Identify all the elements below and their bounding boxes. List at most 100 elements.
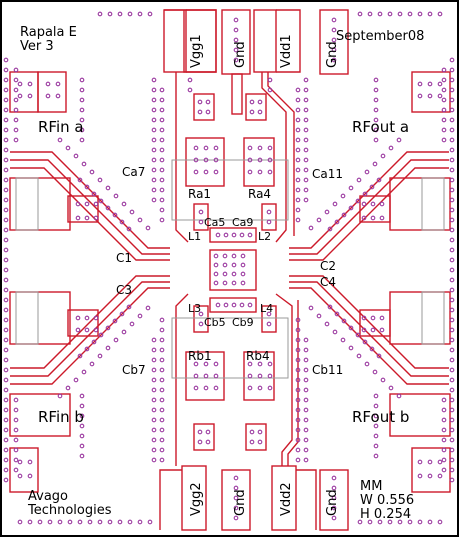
via-dot xyxy=(257,361,263,367)
via-dot xyxy=(449,327,455,333)
pad-label-vgg1: Vgg1 xyxy=(189,34,204,68)
via-dot xyxy=(240,262,246,268)
via-dot xyxy=(449,367,455,373)
via-dot xyxy=(362,339,368,345)
via-dot xyxy=(55,93,61,99)
via-dot xyxy=(3,277,9,283)
via-dot xyxy=(231,271,237,277)
via-dot xyxy=(126,226,132,232)
via-dot xyxy=(193,157,199,163)
via-dot xyxy=(159,447,165,453)
via-dot xyxy=(357,11,363,17)
port-rfout-a: RFout a xyxy=(352,118,409,136)
via-dot xyxy=(79,97,85,103)
via-dot xyxy=(379,201,385,207)
via-dot xyxy=(316,313,322,319)
via-dot xyxy=(151,177,157,183)
via-dot xyxy=(3,207,9,213)
via-dot xyxy=(187,77,193,83)
via-dot xyxy=(303,127,309,133)
via-dot xyxy=(449,187,455,193)
via-dot xyxy=(13,97,19,103)
via-dot xyxy=(441,457,447,463)
via-dot xyxy=(13,417,19,423)
via-dot xyxy=(303,107,309,113)
via-dot xyxy=(331,37,337,43)
label-ra4: Ra4 xyxy=(248,187,271,201)
via-dot xyxy=(361,327,367,333)
via-dot xyxy=(397,519,403,525)
via-dot xyxy=(295,387,301,393)
via-dot xyxy=(79,393,85,399)
via-dot xyxy=(3,287,9,293)
via-dot xyxy=(449,77,455,83)
via-dot xyxy=(327,226,333,232)
via-dot xyxy=(303,437,309,443)
rf-pad-left-2 xyxy=(9,177,71,231)
via-dot xyxy=(151,127,157,133)
via-dot xyxy=(3,127,9,133)
via-dot xyxy=(151,107,157,113)
via-dot xyxy=(79,433,85,439)
via-dot xyxy=(295,207,301,213)
via-dot xyxy=(331,17,337,23)
via-dot xyxy=(222,280,228,286)
via-dot xyxy=(231,232,237,238)
via-dot xyxy=(367,519,373,525)
rf-pad-left-2b xyxy=(67,195,99,223)
via-dot xyxy=(379,315,385,321)
via-dot xyxy=(233,515,239,521)
via-dot xyxy=(370,215,376,221)
via-dot xyxy=(75,315,81,321)
via-dot xyxy=(93,327,99,333)
via-dot xyxy=(367,11,373,17)
via-dot xyxy=(203,373,209,379)
via-dot xyxy=(145,225,151,231)
via-dot xyxy=(257,145,263,151)
via-dot xyxy=(308,225,314,231)
via-dot xyxy=(441,67,447,73)
via-dot xyxy=(355,332,361,338)
dims-height: H 0.254 xyxy=(360,507,411,522)
via-dot xyxy=(417,459,423,465)
board-name: Rapala E xyxy=(20,25,77,40)
pad-label-gnd-bot2: Gnd xyxy=(325,489,340,516)
pad-label-gnd-top1: Gnd xyxy=(233,41,248,68)
via-dot xyxy=(79,453,85,459)
via-dot xyxy=(249,99,255,105)
bias-line-vdd1-a xyxy=(261,72,287,243)
via-dot xyxy=(441,127,447,133)
via-dot xyxy=(247,361,253,367)
via-dot xyxy=(57,137,63,143)
via-dot xyxy=(332,329,338,335)
via-dot xyxy=(357,519,363,525)
via-dot xyxy=(84,346,90,352)
via-dot xyxy=(27,519,33,525)
via-dot xyxy=(3,57,9,63)
via-dot xyxy=(364,361,370,367)
label-ca9: Ca9 xyxy=(232,216,253,229)
via-dot xyxy=(193,385,199,391)
via-dot xyxy=(233,37,239,43)
via-dot xyxy=(331,475,337,481)
via-dot xyxy=(240,253,246,259)
outline-layer xyxy=(15,159,445,379)
pad-gnd-bot2 xyxy=(319,469,349,531)
via-dot xyxy=(3,137,9,143)
pad-top-right-frame xyxy=(276,9,301,73)
via-dot xyxy=(441,137,447,143)
resistor-ra4 xyxy=(243,137,275,187)
via-dot xyxy=(3,357,9,363)
via-dot xyxy=(295,337,301,343)
rf-pad-left-1b xyxy=(37,71,67,113)
via-dot xyxy=(159,117,165,123)
via-dot xyxy=(397,11,403,17)
via-dot xyxy=(197,429,203,435)
via-dot xyxy=(159,107,165,113)
inductor-l3-l4-bar xyxy=(209,297,257,313)
via-dot xyxy=(213,361,219,367)
via-dot xyxy=(267,157,273,163)
label-l3: L3 xyxy=(188,302,201,315)
via-dot xyxy=(159,437,165,443)
via-dot xyxy=(17,459,23,465)
